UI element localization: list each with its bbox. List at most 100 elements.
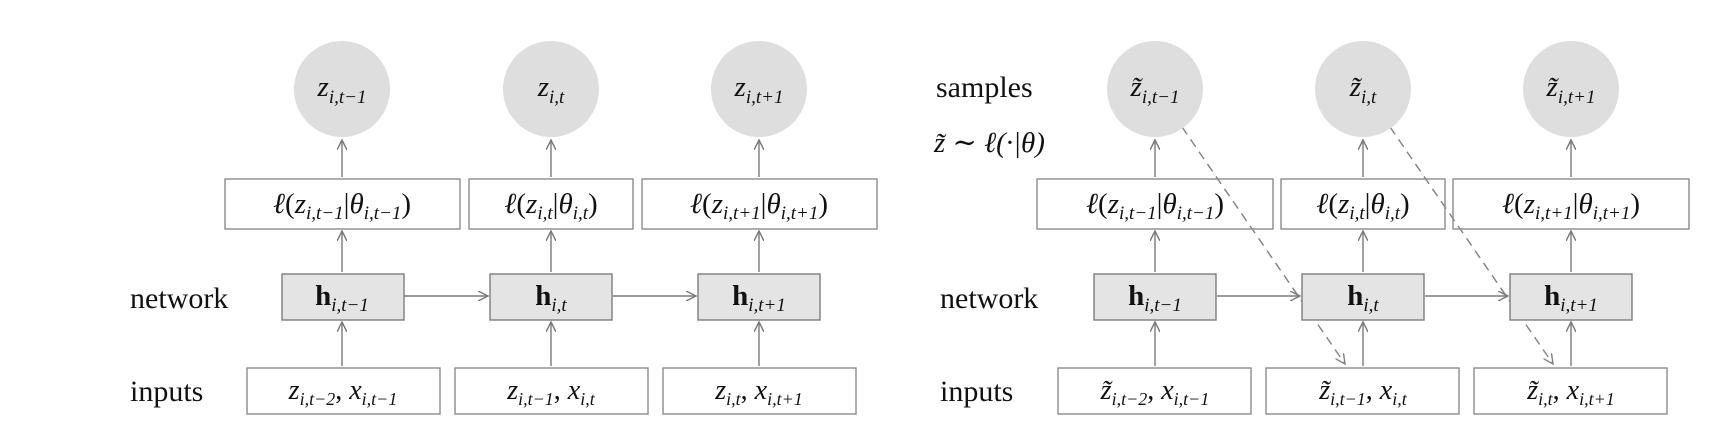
left-hidden-1: hi,t−1 (281, 273, 405, 321)
inputs-label: inputs (130, 375, 203, 408)
svg-text:ℓ(zi,t+1|θi,t+1): ℓ(zi,t+1|θi,t+1) (1502, 188, 1640, 224)
svg-text:ℓ(zi,t|θi,t): ℓ(zi,t|θi,t) (504, 188, 597, 224)
svg-text:hi,t+1: hi,t+1 (1544, 280, 1598, 316)
node-circle (711, 41, 807, 137)
svg-text:zi,t−1: zi,t−1 (317, 71, 367, 108)
hidden-sub: i,t−1 (1144, 295, 1182, 316)
hidden-base: h (1347, 280, 1363, 312)
left-hidden-2: hi,t (489, 273, 613, 321)
input-z-sub: i,t−1 (1330, 389, 1366, 409)
svg-text:zi,t−1, xi,t: zi,t−1, xi,t (506, 375, 596, 409)
input-box (246, 367, 441, 415)
right-input-1: z̃i,t−2, xi,t−1 (1057, 367, 1252, 415)
right-arrows (1155, 126, 1571, 366)
likelihood-box (641, 178, 878, 230)
likelihood-box (224, 178, 461, 230)
svg-text:z̃i,t−1: z̃i,t−1 (1130, 71, 1180, 108)
input-box (1057, 367, 1252, 415)
input-x-sub: i,t (580, 389, 596, 409)
hidden-sub: i,t+1 (748, 295, 786, 316)
right-panel: samples z̃ ∼ ℓ(·|θ) network inputs z̃i,t… (933, 41, 1690, 415)
svg-text:zi,t: zi,t (537, 71, 565, 108)
hidden-box (1093, 273, 1217, 321)
svg-text:z̃i,t−2, xi,t−1: z̃i,t−2, xi,t−1 (1100, 375, 1210, 409)
right-input-2: z̃i,t−1, xi,t (1265, 367, 1460, 415)
hidden-sub: i,t+1 (1560, 295, 1598, 316)
node-base: z̃ (1130, 71, 1144, 103)
node-circle (1315, 41, 1411, 137)
lik-theta-sub: i,t (1385, 203, 1401, 224)
node-base: z (317, 71, 329, 103)
right-likelihood-1: ℓ(zi,t−1|θi,t−1) (1036, 178, 1274, 230)
lik-z-sub: i,t−1 (306, 203, 344, 224)
input-x-sub: i,t+1 (767, 389, 803, 409)
node-circle (1107, 41, 1203, 137)
svg-text:hi,t−1: hi,t−1 (315, 280, 369, 316)
node-base: z (734, 71, 746, 103)
right-input-3: z̃i,t, xi,t+1 (1473, 367, 1668, 415)
svg-text:hi,t+1: hi,t+1 (732, 280, 786, 316)
svg-text:hi,t−1: hi,t−1 (1128, 280, 1182, 316)
lik-theta-sub: i,t−1 (1177, 203, 1215, 224)
right-hidden-2: hi,t (1301, 273, 1425, 321)
input-box (1473, 367, 1668, 415)
hidden-box (697, 273, 821, 321)
network-label: network (940, 282, 1038, 315)
node-sub: i,t+1 (746, 87, 784, 108)
likelihood-box (1036, 178, 1274, 230)
likelihood-box (1280, 178, 1446, 230)
likelihood-box (1452, 178, 1690, 230)
dashed-sample-arrow-1 (1181, 126, 1345, 364)
input-z-sub: i,t (1538, 389, 1554, 409)
hidden-base: h (315, 280, 331, 312)
node-sub: i,t (1361, 87, 1377, 108)
hidden-sub: i,t−1 (331, 295, 369, 316)
svg-text:zi,t+1: zi,t+1 (734, 71, 784, 108)
hidden-base: h (1128, 280, 1144, 312)
node-circle (294, 41, 390, 137)
right-likelihood-2: ℓ(zi,t|θi,t) (1280, 178, 1446, 230)
likelihood-box (468, 178, 634, 230)
left-input-3: zi,t, xi,t+1 (662, 367, 857, 415)
hidden-base: h (1544, 280, 1560, 312)
samples-label: samples (936, 71, 1033, 104)
left-input-1: zi,t−2, xi,t−1 (246, 367, 441, 415)
dashed-sample-arrow-2 (1389, 126, 1553, 364)
node-circle (1523, 41, 1619, 137)
svg-text:ℓ(zi,t−1|θi,t−1): ℓ(zi,t−1|θi,t−1) (1086, 188, 1224, 224)
svg-text:zi,t−2, xi,t−1: zi,t−2, xi,t−1 (288, 375, 398, 409)
lik-theta-sub: i,t+1 (1593, 203, 1631, 224)
hidden-box (489, 273, 613, 321)
lik-z-sub: i,t (537, 203, 553, 224)
input-z-sub: i,t−2 (300, 389, 336, 409)
hidden-base: h (535, 280, 551, 312)
left-likelihood-3: ℓ(zi,t+1|θi,t+1) (641, 178, 878, 230)
left-node-1: zi,t−1 (294, 41, 390, 137)
hidden-box (1301, 273, 1425, 321)
right-likelihood-3: ℓ(zi,t+1|θi,t+1) (1452, 178, 1690, 230)
svg-text:ℓ(zi,t−1|θi,t−1): ℓ(zi,t−1|θi,t−1) (273, 188, 411, 224)
input-box (454, 367, 649, 415)
node-sub: i,t+1 (1558, 87, 1596, 108)
svg-text:z̃i,t, xi,t+1: z̃i,t, xi,t+1 (1526, 375, 1615, 409)
input-x-sub: i,t (1392, 389, 1408, 409)
node-base: z̃ (1349, 71, 1363, 103)
svg-text:z̃i,t: z̃i,t (1349, 71, 1377, 108)
input-x-sub: i,t−1 (362, 389, 398, 409)
left-panel: network inputs zi,t−1 zi,t zi, (130, 41, 878, 415)
lik-z-sub: i,t+1 (1535, 203, 1573, 224)
node-base: z̃ (1546, 71, 1560, 103)
lik-theta-sub: i,t−1 (364, 203, 402, 224)
svg-text:hi,t: hi,t (1347, 280, 1379, 316)
left-hidden-3: hi,t+1 (697, 273, 821, 321)
svg-text:z̃i,t+1: z̃i,t+1 (1546, 71, 1596, 108)
network-label: network (130, 282, 228, 315)
input-z-sub: i,t−2 (1112, 389, 1148, 409)
right-hidden-1: hi,t−1 (1093, 273, 1217, 321)
lik-theta-sub: i,t (573, 203, 589, 224)
lik-theta-sub: i,t+1 (781, 203, 819, 224)
input-x-sub: i,t−1 (1174, 389, 1210, 409)
left-arrows (342, 140, 759, 366)
svg-text:ℓ(zi,t|θi,t): ℓ(zi,t|θi,t) (1316, 188, 1409, 224)
